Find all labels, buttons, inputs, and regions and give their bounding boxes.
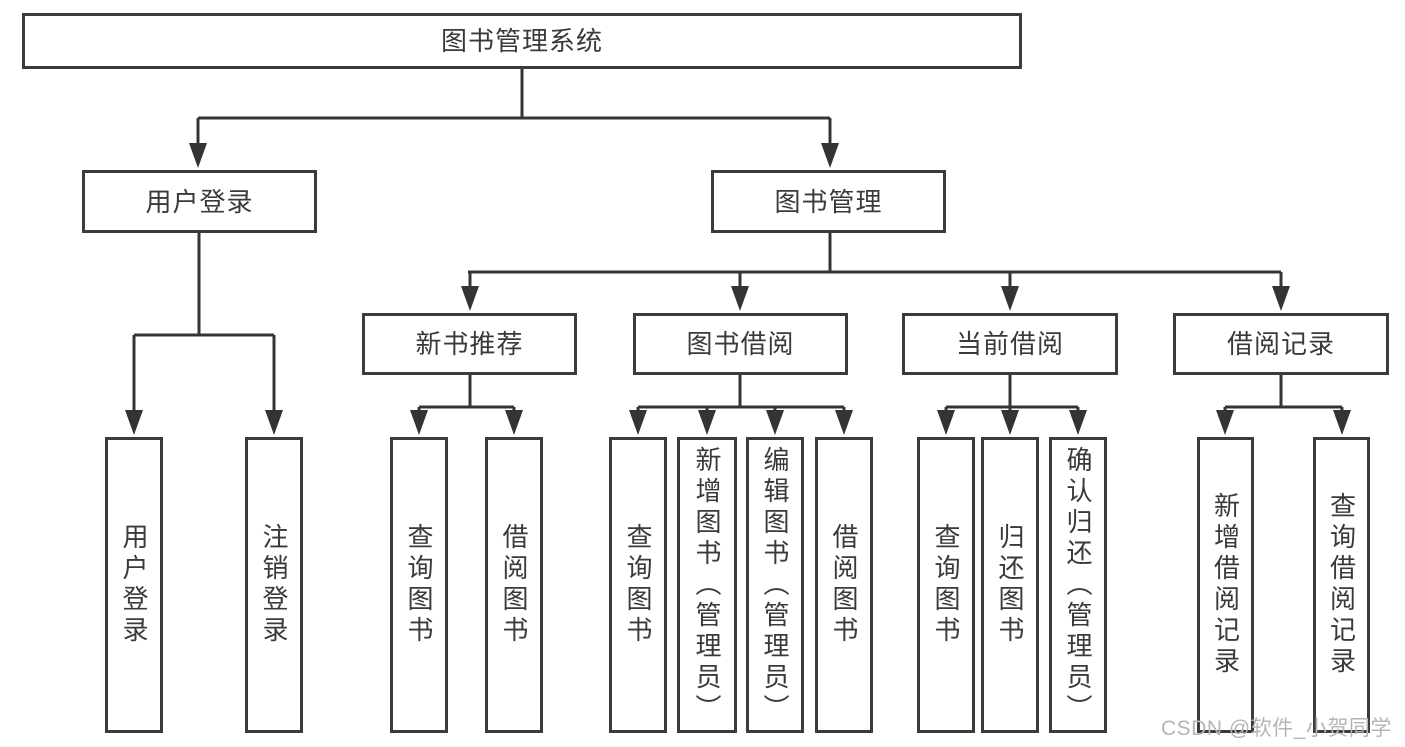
node-label: 图书借阅 [686, 329, 795, 359]
leaf-query-books-recommend: 查询图书 [390, 437, 448, 733]
node-label: 借阅图书 [829, 523, 859, 647]
node-current-borrowing: 当前借阅 [902, 313, 1118, 375]
node-label: 借阅图书 [499, 523, 529, 647]
leaf-add-borrow-record: 新增借阅记录 [1197, 437, 1254, 733]
node-label: 归还图书 [995, 523, 1025, 647]
node-label: 编辑图书（管理员） [760, 445, 790, 725]
leaf-user-login: 用户登录 [105, 437, 163, 733]
node-label: 图书管理系统 [440, 26, 603, 56]
arrowhead-down-icon [1069, 410, 1087, 435]
node-label: 查询图书 [623, 523, 653, 647]
node-book-borrowing: 图书借阅 [633, 313, 848, 375]
arrowhead-down-icon [265, 410, 283, 435]
node-label: 新增图书（管理员） [692, 445, 722, 725]
arrowhead-down-icon [731, 286, 749, 311]
arrowhead-down-icon [835, 410, 853, 435]
node-label: 查询图书 [404, 523, 434, 647]
leaf-logout: 注销登录 [245, 437, 303, 733]
leaf-edit-books-admin: 编辑图书（管理员） [746, 437, 804, 733]
node-user-login: 用户登录 [82, 170, 317, 233]
arrowhead-down-icon [1001, 286, 1019, 311]
arrowhead-down-icon [410, 410, 428, 435]
node-label: 查询借阅记录 [1326, 492, 1357, 678]
node-new-book-recommend: 新书推荐 [362, 313, 577, 375]
node-label: 用户登录 [119, 523, 149, 647]
arrowhead-down-icon [505, 410, 523, 435]
arrowhead-down-icon [1272, 286, 1290, 311]
leaf-borrow-books-recommend: 借阅图书 [485, 437, 543, 733]
arrowhead-down-icon [189, 143, 207, 168]
node-label: 新书推荐 [415, 329, 524, 359]
node-book-management: 图书管理 [711, 170, 946, 233]
arrowhead-down-icon [1216, 410, 1234, 435]
node-label: 新增借阅记录 [1210, 492, 1241, 678]
arrowhead-down-icon [821, 143, 839, 168]
arrowhead-down-icon [698, 410, 716, 435]
node-label: 图书管理 [774, 186, 883, 217]
leaf-confirm-return-admin: 确认归还（管理员） [1049, 437, 1107, 733]
leaf-query-books-borrowing: 查询图书 [609, 437, 667, 733]
node-label: 查询图书 [931, 523, 961, 647]
node-label: 用户登录 [145, 186, 254, 217]
leaf-return-books: 归还图书 [981, 437, 1039, 733]
arrowhead-down-icon [1001, 410, 1019, 435]
csdn-watermark: CSDN @软件_小贺同学 [1161, 717, 1392, 740]
leaf-add-books-admin: 新增图书（管理员） [677, 437, 737, 733]
node-library-system: 图书管理系统 [22, 13, 1022, 69]
leaf-query-borrow-record: 查询借阅记录 [1313, 437, 1370, 733]
node-borrowing-records: 借阅记录 [1173, 313, 1389, 375]
arrowhead-down-icon [461, 286, 479, 311]
leaf-query-books-current: 查询图书 [917, 437, 975, 733]
node-label: 当前借阅 [955, 329, 1064, 359]
leaf-borrow-books: 借阅图书 [815, 437, 873, 733]
arrowhead-down-icon [125, 410, 143, 435]
arrowhead-down-icon [1333, 410, 1351, 435]
arrowhead-down-icon [629, 410, 647, 435]
node-label: 注销登录 [259, 523, 289, 647]
arrowhead-down-icon [937, 410, 955, 435]
arrowhead-down-icon [766, 410, 784, 435]
node-label: 借阅记录 [1226, 329, 1335, 359]
node-label: 确认归还（管理员） [1063, 445, 1093, 725]
